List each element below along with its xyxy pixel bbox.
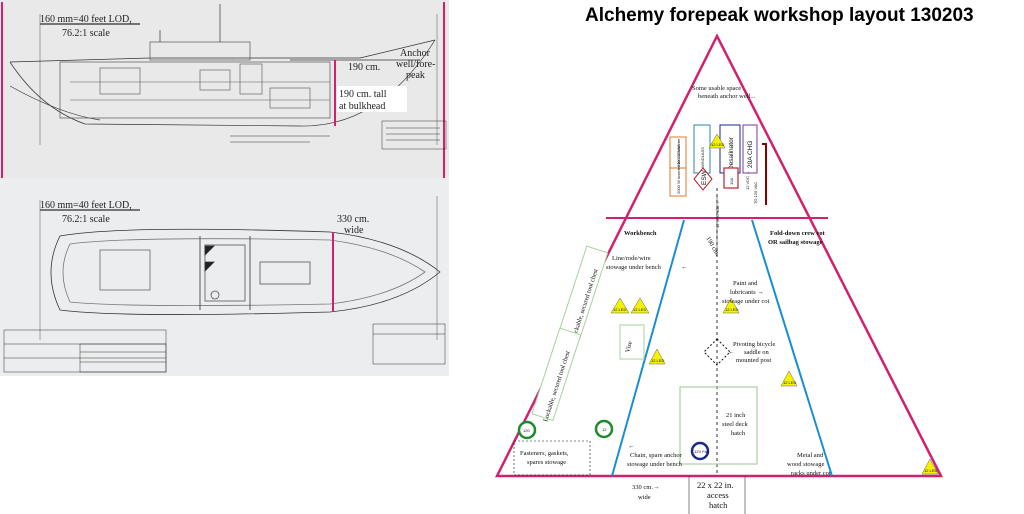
workbench-label: Workbench — [624, 230, 657, 237]
led-cot-1: 12 LED — [722, 297, 740, 314]
width-label: 330 cm.wide — [337, 214, 369, 236]
outlet-120-icon: 120 — [517, 420, 537, 440]
led-bench-2: 12 LED — [630, 297, 650, 314]
esw-diamond — [693, 167, 713, 191]
led-bench-1: 12 LED — [610, 297, 630, 314]
charger-label: 20A CHG — [747, 141, 754, 168]
ac-label: TO 120 VAC — [753, 182, 758, 204]
rate-label: 10A — [729, 178, 734, 185]
led-corner: 12 LED — [921, 458, 939, 475]
length-dim: 190 cm. — [704, 236, 721, 258]
forepeak-outline — [494, 33, 944, 478]
vise-box: Vise — [619, 324, 645, 360]
svg-text:12 LED: 12 LED — [633, 307, 646, 312]
inverter-2000-box — [669, 167, 687, 197]
width-dim: 330 cm.→wide — [632, 484, 659, 501]
bottom-scale: 76.2:1 scale — [62, 214, 110, 225]
tool-chest-2: Lockable, secured tool chest — [531, 327, 582, 423]
tool-chest-1: Lockable, secured tool chest — [558, 245, 609, 341]
led-bench-3: 12 LED — [648, 348, 666, 365]
arrow-line: ← — [681, 264, 688, 271]
svg-text:12 LED: 12 LED — [651, 358, 664, 363]
outlet-12-icon: 12 — [594, 419, 614, 439]
bicycle-saddle-icon — [703, 338, 731, 366]
hull-plan — [50, 228, 441, 315]
hull-plans-drawing: 160 mm=40 feet LOD, 76.2:1 scale 190 cm.… — [0, 0, 449, 376]
hull-plans-photo: 160 mm=40 feet LOD, 76.2:1 scale 190 cm.… — [0, 0, 449, 376]
cot-edge — [751, 219, 833, 477]
dc-label: 12 VDC → — [745, 171, 750, 190]
fan-outlet-icon: 12V Fan — [690, 441, 710, 461]
led-cot-2: 12 LED — [780, 370, 798, 387]
bottom-scale-line: 160 mm=40 feet LOD, — [40, 200, 132, 211]
fasteners-note: Fasteners, gaskets,spares stowage — [520, 450, 569, 466]
hull-profile — [9, 4, 436, 127]
svg-text:120: 120 — [523, 428, 530, 433]
led-top: 12 LED — [708, 133, 726, 149]
charger-box — [742, 124, 758, 174]
svg-text:Vise: Vise — [624, 340, 634, 353]
workbench-edge — [611, 219, 685, 477]
top-scale-line: 160 mm=40 feet LOD, — [40, 14, 132, 25]
svg-text:12V Fan: 12V Fan — [694, 449, 709, 454]
svg-text:12: 12 — [602, 427, 607, 432]
svg-text:12 LED: 12 LED — [711, 142, 724, 147]
led-fixtures: 12 LED 12 LED 12 LED 12 LED 12 LED 12 LE… — [610, 133, 939, 475]
windlass-label: WINDLASS — [700, 147, 705, 168]
svg-text:12 LED: 12 LED — [725, 307, 738, 312]
esw-label: ESW — [701, 169, 708, 185]
equipment-rack: 3000 W Inverter WINDLASS Desalinator 20A… — [669, 124, 767, 228]
power-cable — [762, 143, 767, 205]
fasteners-box — [513, 440, 591, 476]
deck-hatch-21 — [679, 386, 758, 465]
svg-text:12 LED: 12 LED — [924, 468, 937, 473]
top-scale: 76.2:1 scale — [62, 28, 110, 39]
rate-box — [723, 167, 739, 189]
inverter-3000-label: 3000 W Inverter — [676, 138, 681, 167]
desalinator-label: Desalinator — [728, 136, 735, 170]
arrow-bike: ← — [728, 349, 735, 356]
diagram-title: Alchemy forepeak workshop layout 130203 — [585, 5, 974, 26]
dim-190-top: 190 cm. — [348, 62, 380, 73]
svg-text:12 LED: 12 LED — [783, 380, 796, 385]
svg-text:12 LED: 12 LED — [613, 307, 626, 312]
inverter-2000-label: 2000 W Inverter for 120VAC — [676, 144, 681, 194]
